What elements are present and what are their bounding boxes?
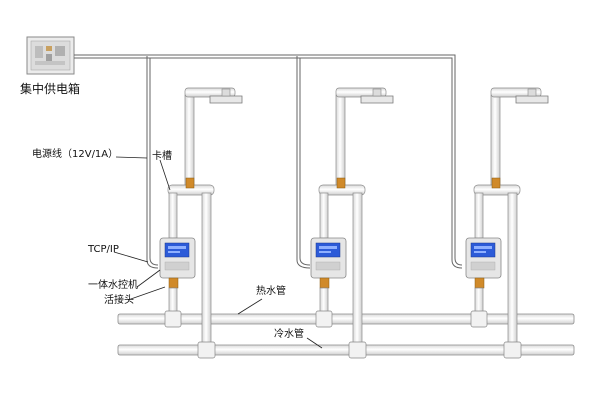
screen-line — [474, 246, 492, 249]
cold-tee-fitting — [348, 341, 367, 359]
cold-inlet-pipe — [352, 192, 363, 354]
cold-inlet-pipe — [201, 192, 212, 354]
screen-line — [168, 246, 186, 249]
controller-screen — [164, 242, 190, 258]
screen-line — [474, 251, 486, 253]
tcp-ip-label: TCP/IP — [88, 244, 119, 255]
power-box-label: 集中供电箱 — [20, 82, 81, 96]
shower-head-icon — [209, 95, 243, 104]
keypad — [470, 261, 496, 271]
screen-line — [319, 251, 331, 253]
joint-label: 活接头 — [104, 295, 134, 306]
shower-head-neck — [527, 88, 537, 97]
hot-water-pipe — [117, 313, 575, 325]
union-joint — [168, 277, 179, 289]
card-slot-label: 卡槽 — [152, 151, 172, 162]
hot-tee-fitting — [164, 310, 182, 328]
keypad — [164, 261, 190, 271]
shower-head-icon — [360, 95, 394, 104]
shower-unit-2 — [310, 87, 394, 359]
cold-water-pipe — [117, 344, 575, 356]
hot-inlet-pipe — [168, 192, 178, 239]
hot-pipe-label: 热水管 — [256, 286, 286, 297]
hot-tee-fitting — [315, 310, 333, 328]
valve-nut — [336, 177, 346, 189]
hot-inlet-pipe — [319, 192, 329, 239]
power-line-label: 电源线（12V/1A） — [32, 149, 119, 160]
shower-head-neck — [372, 88, 382, 97]
riser-pipe — [335, 94, 346, 191]
power-box-icon — [26, 36, 75, 75]
screen-line — [319, 246, 337, 249]
riser-pipe — [490, 94, 501, 191]
controller-screen — [315, 242, 341, 258]
cold-tee-fitting — [197, 341, 216, 359]
valve-nut — [185, 177, 195, 189]
union-joint — [319, 277, 330, 289]
hot-tee-fitting — [470, 310, 488, 328]
controller-label: 一体水控机 — [88, 280, 138, 291]
cold-inlet-pipe — [507, 192, 518, 354]
shower-head-neck — [221, 88, 231, 97]
power-wire-main — [74, 54, 463, 269]
valve-nut — [491, 177, 501, 189]
controller-screen — [470, 242, 496, 258]
screen-line — [168, 251, 180, 253]
keypad — [315, 261, 341, 271]
cold-tee-fitting — [503, 341, 522, 359]
union-joint — [474, 277, 485, 289]
shower-unit-3 — [465, 87, 549, 359]
riser-pipe — [184, 94, 195, 191]
shower-head-icon — [515, 95, 549, 104]
cold-pipe-label: 冷水管 — [274, 329, 304, 340]
hot-inlet-pipe — [474, 192, 484, 239]
shower-unit-1 — [159, 87, 243, 359]
